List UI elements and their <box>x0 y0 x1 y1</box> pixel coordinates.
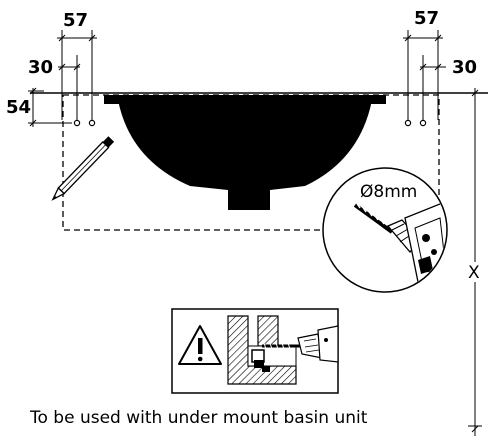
basin <box>104 95 386 210</box>
drill-inset: Ø8mm <box>322 167 448 293</box>
drill-bit-size: Ø8mm <box>360 182 417 202</box>
pencil-icon <box>51 136 115 201</box>
dim-right-outer: 57 <box>414 8 439 29</box>
drill-icon <box>353 199 446 291</box>
hole-left-2 <box>88 119 96 127</box>
dim-left-inner: 30 <box>28 57 53 78</box>
left-dimensions <box>28 30 97 127</box>
hole-left-1 <box>73 119 81 127</box>
hole-right-1 <box>404 119 412 127</box>
cutout-outline <box>62 94 440 231</box>
dim-left-vertical: 54 <box>6 97 31 118</box>
dim-left-outer: 57 <box>63 10 88 31</box>
caption-text: To be used with under mount basin unit <box>30 408 368 428</box>
countertop-section <box>227 315 297 385</box>
dim-right-inner: 30 <box>452 57 477 78</box>
height-dimension <box>468 88 482 436</box>
dim-height-x: X <box>468 263 480 283</box>
warning-box <box>171 308 339 394</box>
hole-right-2 <box>419 119 427 127</box>
small-drill-icon <box>262 325 339 363</box>
right-dimensions <box>403 30 446 120</box>
